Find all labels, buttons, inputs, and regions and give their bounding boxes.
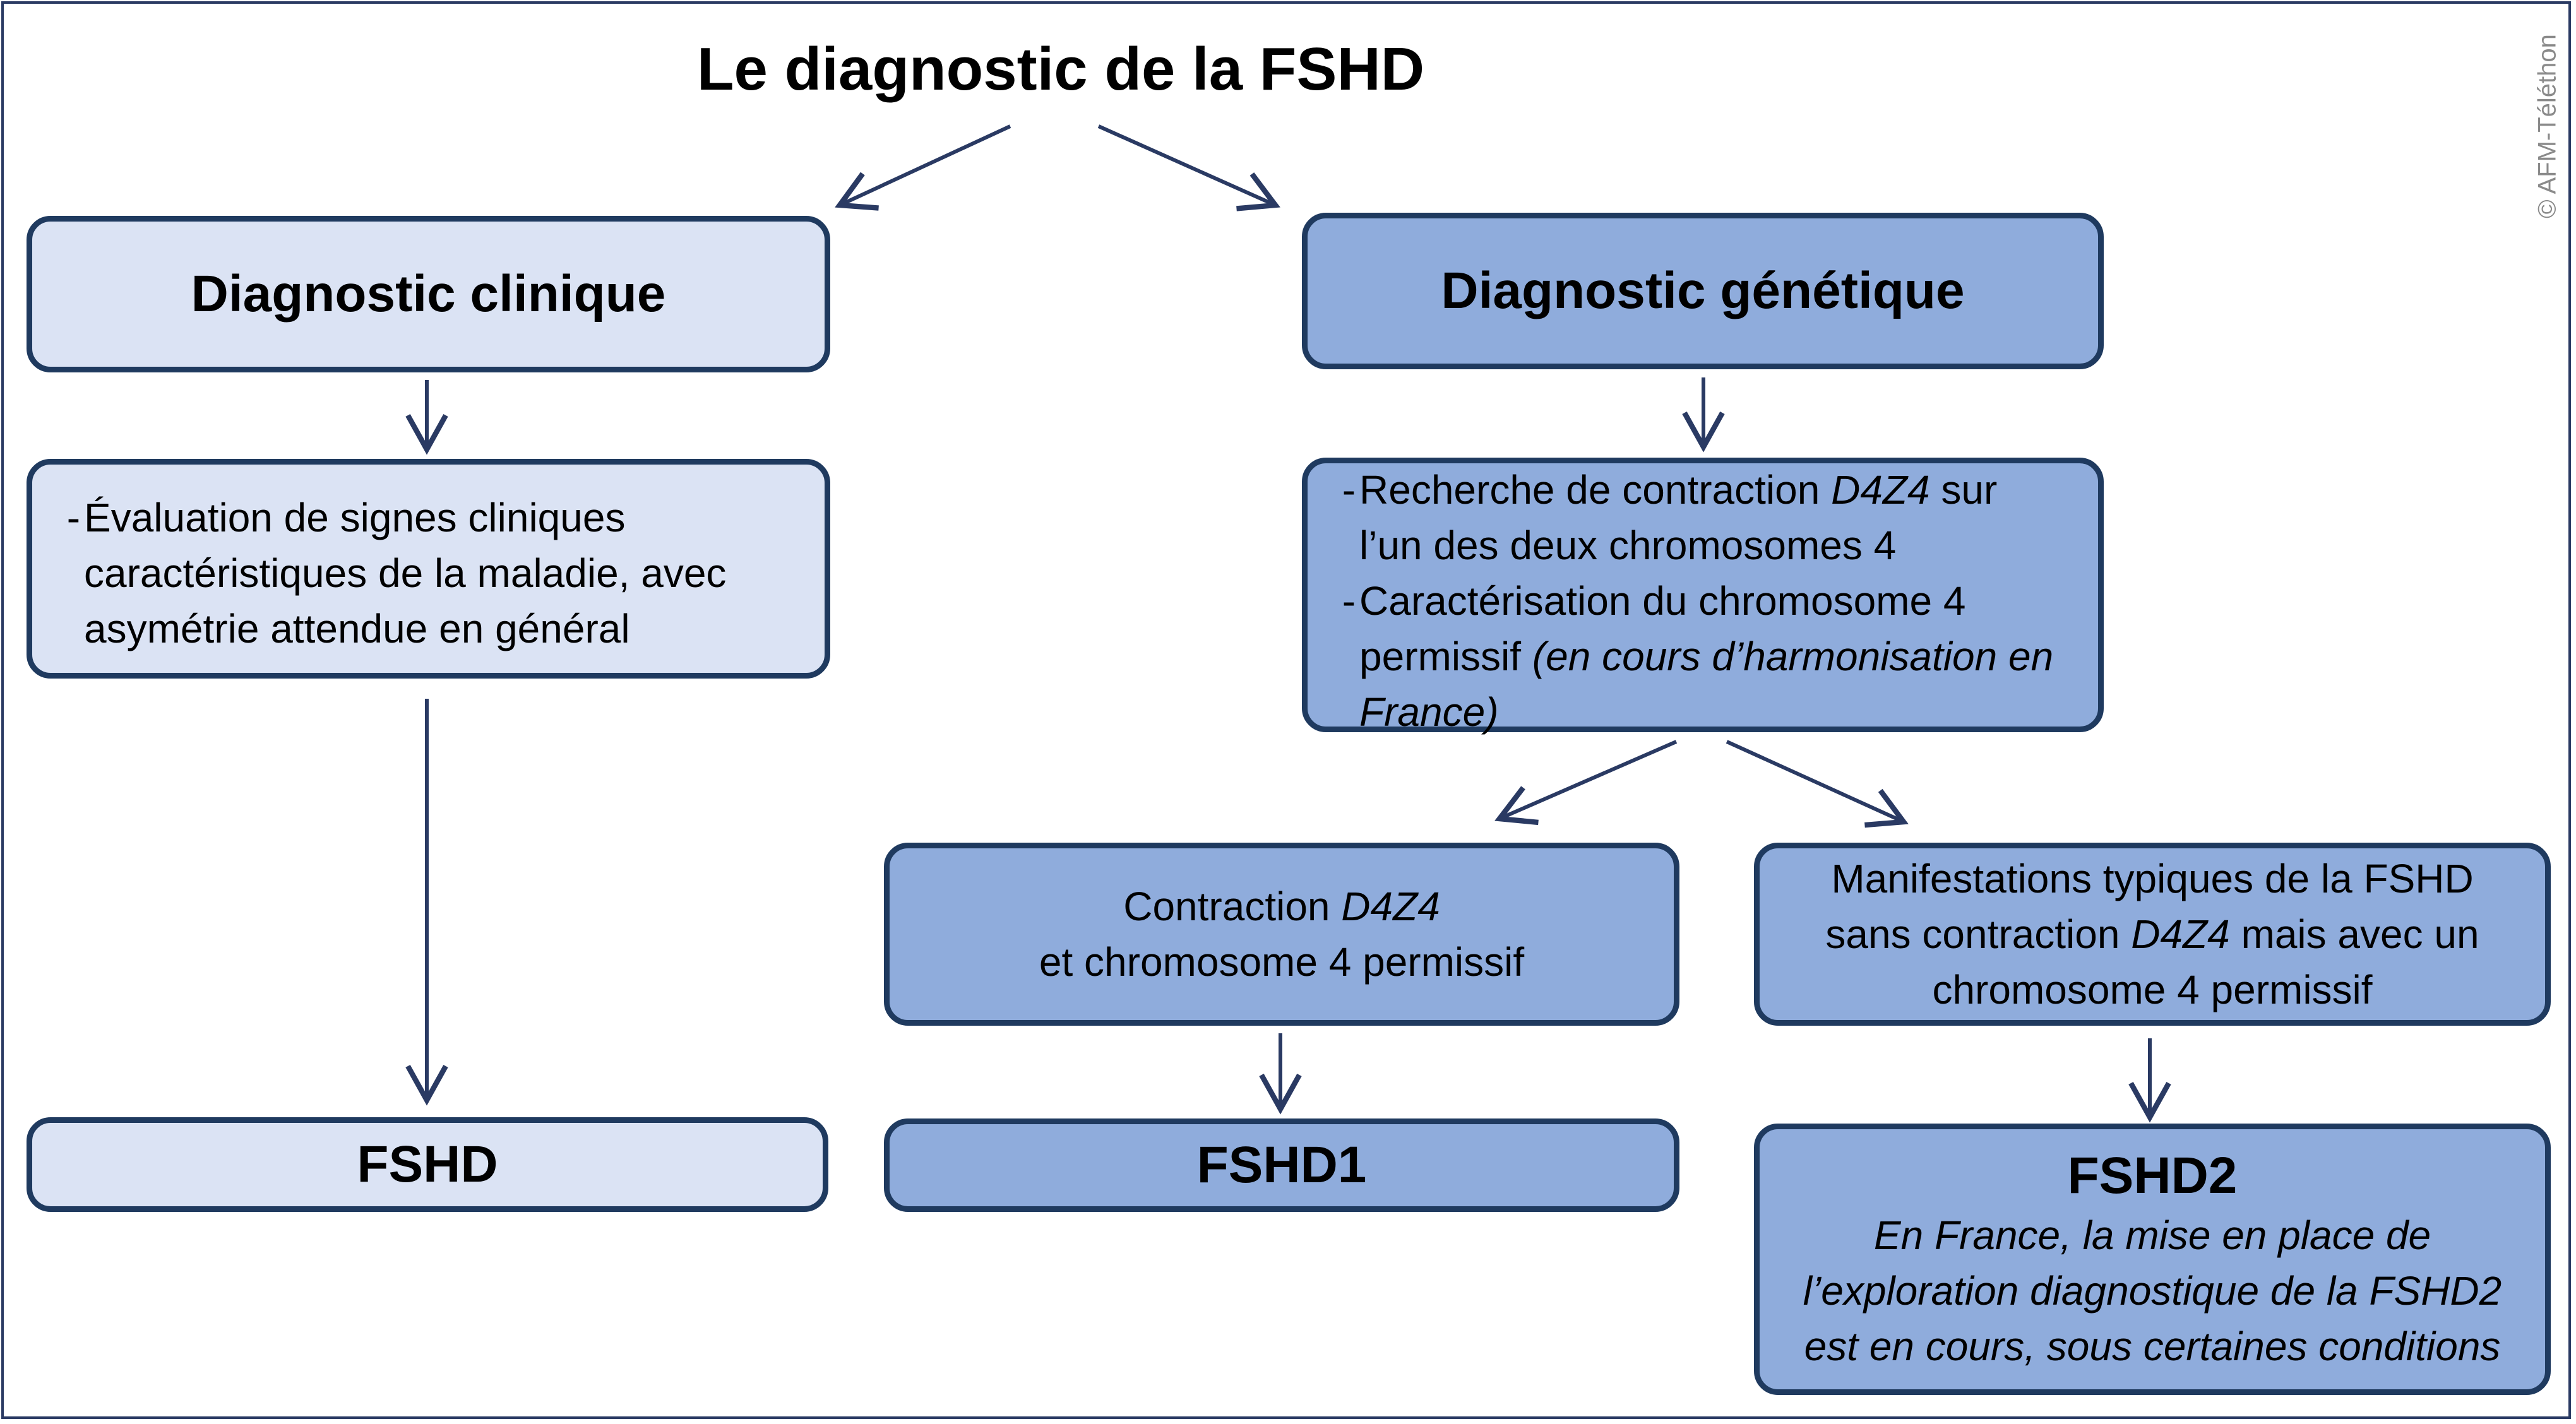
genetic-diagnosis-heading: Diagnostic génétique <box>1441 262 1965 319</box>
arrow-title-to-clinical <box>835 124 1011 211</box>
fshd-result-box: FSHD <box>27 1117 828 1212</box>
clinical-diagnosis-heading: Diagnostic clinique <box>191 265 666 323</box>
fshd2-criteria-gene: D4Z4 <box>2131 911 2230 957</box>
fshd2-note-line-3: est en cours, sous certaines conditions <box>1804 1324 2501 1369</box>
arrow-title-to-genetic <box>1097 124 1280 211</box>
fshd2-criteria-line-3: chromosome 4 permissif <box>1932 967 2373 1012</box>
bullet-dash: - <box>66 495 80 540</box>
fshd1-result-box: FSHD1 <box>884 1118 1679 1212</box>
genetic-steps-list: - Recherche de contraction D4Z4 sur l’un… <box>1333 462 2085 740</box>
bullet-dash: - <box>1342 578 1356 624</box>
arrow-steps-to-fshd1-branch <box>1494 740 1678 826</box>
list-item: - Évaluation de signes cliniques caracté… <box>57 490 812 656</box>
fshd2-result-box: FSHD2 En France, la mise en place de l’e… <box>1754 1124 2551 1395</box>
fshd1-result-label: FSHD1 <box>1196 1136 1367 1194</box>
genetic-step1-line-2: l’un des deux chromosomes 4 <box>1359 523 1897 568</box>
genetic-diagnosis-box: Diagnostic génétique <box>1302 213 2104 369</box>
arrow-steps-to-fshd2-branch <box>1726 740 1909 828</box>
genetic-step1-gene: D4Z4 <box>1831 467 1930 513</box>
fshd1-criteria-box: Contraction D4Z4 et chromosome 4 permiss… <box>884 843 1679 1026</box>
genetic-steps-box: - Recherche de contraction D4Z4 sur l’un… <box>1302 458 2104 735</box>
fshd2-note-line-2: l’exploration diagnostique de la FSHD2 <box>1803 1268 2502 1314</box>
fshd1-criteria-text-a: Contraction <box>1123 884 1342 929</box>
fshd2-note-line-1: En France, la mise en place de <box>1873 1213 2431 1258</box>
genetic-step2-note: (en cours d’harmonisation en <box>1532 634 2054 679</box>
clinical-diagnosis-box: Diagnostic clinique <box>27 216 830 372</box>
genetic-step2-note-end: France) <box>1359 689 1499 735</box>
genetic-step1-text-b: sur <box>1929 467 1998 513</box>
fshd2-result-label: FSHD2 <box>2067 1147 2238 1204</box>
clinical-step-line-3: asymétrie attendue en général <box>84 606 630 651</box>
genetic-step2-text-a: permissif <box>1359 634 1532 679</box>
genetic-step2-line-1: Caractérisation du chromosome 4 <box>1359 578 1966 624</box>
fshd2-criteria-box: Manifestations typiques de la FSHD sans … <box>1754 843 2551 1026</box>
fshd2-criteria-text-b: mais avec un <box>2229 911 2479 957</box>
clinical-step-line-2: caractéristiques de la maladie, avec <box>84 550 727 596</box>
fshd2-criteria-text-a: sans contraction <box>1825 911 2132 957</box>
bullet-dash: - <box>1342 467 1356 513</box>
clinical-evaluation-list: - Évaluation de signes cliniques caracté… <box>57 490 812 656</box>
fshd1-criteria-gene: D4Z4 <box>1341 884 1440 929</box>
fshd2-criteria-line-1: Manifestations typiques de la FSHD <box>1831 856 2474 901</box>
clinical-step-line-1: Évaluation de signes cliniques <box>84 495 626 540</box>
list-item: - Recherche de contraction D4Z4 sur l’un… <box>1333 462 2085 573</box>
fshd-result-label: FSHD <box>357 1136 498 1193</box>
clinical-evaluation-box: - Évaluation de signes cliniques caracté… <box>27 459 830 679</box>
diagram-title: Le diagnostic de la FSHD <box>696 35 1425 103</box>
fshd1-criteria-line-2: et chromosome 4 permissif <box>1039 939 1525 985</box>
fshd2-note: En France, la mise en place de l’explora… <box>1803 1207 2501 1374</box>
genetic-step1-text-a: Recherche de contraction <box>1359 467 1832 513</box>
list-item: - Caractérisation du chromosome 4 permis… <box>1333 573 2085 740</box>
